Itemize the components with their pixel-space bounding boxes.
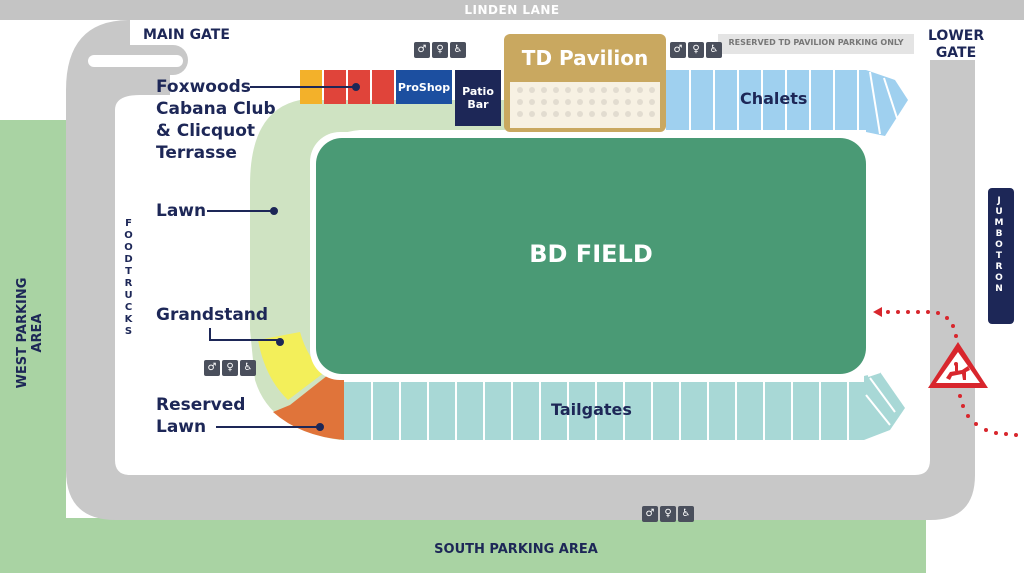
restroom-men-icon: ♂	[414, 42, 430, 58]
patio-bar[interactable]: Patio Bar	[455, 70, 501, 126]
facilities-top-right[interactable]: ♂ ♀ ♿	[670, 42, 722, 58]
cabana-stall-4	[372, 70, 394, 104]
td-pavilion-label[interactable]: TD Pavilion	[521, 46, 649, 70]
reserved-lawn-label[interactable]: Reserved Lawn	[156, 395, 246, 437]
bd-field-label[interactable]: BD FIELD	[529, 240, 653, 268]
tailgates-label[interactable]: Tailgates	[551, 400, 632, 419]
west-parking-label[interactable]: WEST PARKING AREA	[15, 277, 45, 389]
restroom-women-icon: ♀	[222, 360, 238, 376]
reserved-parking-label: RESERVED TD PAVILION PARKING ONLY	[728, 38, 904, 47]
accessible-icon: ♿	[450, 42, 466, 58]
bd-field-area	[316, 138, 866, 374]
lower-gate-label[interactable]: LOWER GATE	[928, 28, 985, 61]
accessible-icon: ♿	[678, 506, 694, 522]
accessible-icon: ♿	[706, 42, 722, 58]
horse-rider-warning-icon	[928, 342, 988, 388]
restroom-women-icon: ♀	[432, 42, 448, 58]
restroom-women-icon: ♀	[660, 506, 676, 522]
pavilion-seating	[517, 87, 655, 117]
main-gate-label[interactable]: MAIN GATE	[143, 27, 230, 43]
proshop[interactable]: ProShop	[396, 70, 452, 104]
reserved-lawn-area	[273, 375, 344, 440]
facilities-top-left[interactable]: ♂ ♀ ♿	[414, 42, 466, 58]
restroom-women-icon: ♀	[688, 42, 704, 58]
callout-lines	[207, 83, 360, 431]
jumbotron[interactable]	[988, 188, 1014, 324]
grandstand-area	[258, 332, 325, 400]
south-parking-area	[0, 518, 926, 573]
south-parking-label[interactable]: SOUTH PARKING AREA	[434, 542, 598, 557]
restroom-men-icon: ♂	[642, 506, 658, 522]
linden-lane-label: LINDEN LANE	[464, 3, 560, 17]
restroom-men-icon: ♂	[204, 360, 220, 376]
chalets-label[interactable]: Chalets	[740, 89, 808, 108]
accessible-icon: ♿	[240, 360, 256, 376]
jumbotron-label: JUMBOTRON	[994, 196, 1004, 295]
cabana-club-label[interactable]: Foxwoods Cabana Club & Clicquot Terrasse	[156, 77, 276, 163]
west-parking-area	[0, 120, 66, 573]
tailgates-area	[344, 371, 905, 440]
grandstand-label[interactable]: Grandstand	[156, 305, 269, 325]
horse-route	[873, 307, 1018, 437]
facilities-west[interactable]: ♂ ♀ ♿	[204, 360, 256, 376]
foodtrucks-label[interactable]: FOODTRUCKS	[123, 218, 134, 338]
reserved-parking-strip	[718, 34, 914, 54]
restroom-men-icon: ♂	[670, 42, 686, 58]
facilities-south[interactable]: ♂ ♀ ♿	[642, 506, 694, 522]
lawn-label[interactable]: Lawn	[156, 201, 207, 221]
linden-lane-road	[0, 0, 1024, 20]
chalets-area	[666, 70, 908, 136]
